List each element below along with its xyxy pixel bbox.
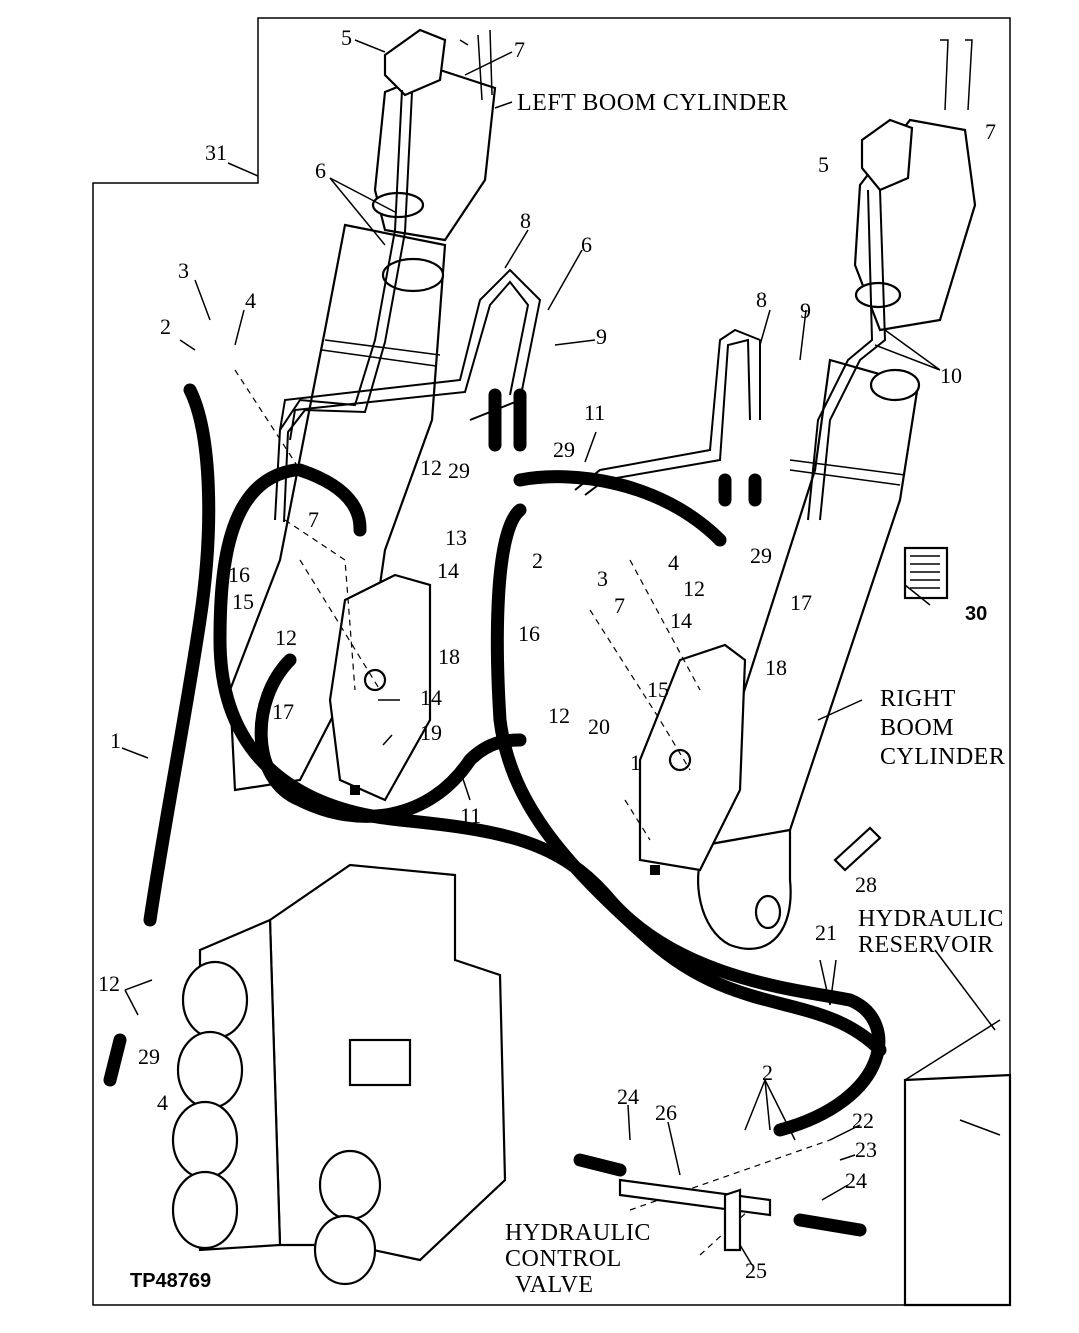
label-left-boom-cylinder: LEFT BOOM CYLINDER bbox=[517, 90, 788, 116]
bolt-28 bbox=[833, 826, 882, 872]
callout-15a: 15 bbox=[232, 589, 254, 614]
label-right-boom-cylinder-2: BOOM bbox=[880, 715, 954, 741]
label-hydraulic-control-valve-3: VALVE bbox=[515, 1272, 594, 1298]
label-hydraulic-control-valve-2: CONTROL bbox=[505, 1246, 622, 1272]
callout-12a: 12 bbox=[420, 455, 442, 480]
callout-4c: 4 bbox=[157, 1090, 168, 1115]
callout-17b: 17 bbox=[272, 699, 294, 724]
callout-2c: 2 bbox=[762, 1060, 773, 1085]
valve-solenoid-coils bbox=[171, 960, 382, 1286]
callout-19: 19 bbox=[420, 720, 442, 745]
callout-9b: 9 bbox=[800, 298, 811, 323]
hydraulic-control-valve bbox=[171, 863, 507, 1286]
callout-20: 20 bbox=[588, 714, 610, 739]
callout-29d: 29 bbox=[138, 1044, 160, 1069]
hydraulic-reservoir bbox=[903, 1019, 1012, 1307]
figure-reference: TP48769 bbox=[130, 1270, 211, 1292]
callout-29c: 29 bbox=[750, 543, 772, 568]
callout-numbers: 31 5 7 6 8 6 9 3 4 2 5 7 8 9 10 29 29 11… bbox=[98, 25, 996, 1283]
callout-6b: 6 bbox=[581, 232, 592, 257]
callout-8b: 8 bbox=[756, 287, 767, 312]
callout-13: 13 bbox=[445, 525, 467, 550]
callout-8a: 8 bbox=[520, 208, 531, 233]
callout-31: 31 bbox=[205, 140, 227, 165]
callout-5b: 5 bbox=[818, 152, 829, 177]
callout-12c: 12 bbox=[275, 625, 297, 650]
callout-28: 28 bbox=[855, 872, 877, 897]
callout-24a: 24 bbox=[617, 1084, 639, 1109]
right-boom-cylinder bbox=[697, 358, 921, 950]
callout-16a: 16 bbox=[228, 562, 250, 587]
callout-16b: 16 bbox=[518, 621, 540, 646]
label-hydraulic-reservoir-1: HYDRAULIC bbox=[858, 906, 1004, 932]
callout-4a: 4 bbox=[245, 288, 256, 313]
callout-4b: 4 bbox=[668, 550, 679, 575]
callout-10: 10 bbox=[940, 363, 962, 388]
callout-7b: 7 bbox=[985, 119, 996, 144]
callout-3a: 3 bbox=[178, 258, 189, 283]
hoses bbox=[103, 383, 887, 1137]
right-valve-block bbox=[638, 643, 747, 875]
left-valve-block bbox=[328, 573, 432, 802]
callout-5a: 5 bbox=[341, 25, 352, 50]
callout-11a: 11 bbox=[584, 400, 605, 425]
callout-14a: 14 bbox=[437, 558, 459, 583]
reservoir-tee bbox=[573, 1153, 867, 1252]
leader-lines bbox=[121, 39, 996, 1266]
callout-12b: 12 bbox=[683, 576, 705, 601]
callout-21: 21 bbox=[815, 920, 837, 945]
callout-11b: 11 bbox=[460, 803, 481, 828]
label-hydraulic-control-valve-1: HYDRAULIC bbox=[505, 1220, 651, 1246]
callout-14b: 14 bbox=[670, 608, 692, 633]
label-right-boom-cylinder-3: CYLINDER bbox=[880, 744, 1005, 770]
callout-9a: 9 bbox=[596, 324, 607, 349]
callout-29a: 29 bbox=[553, 437, 575, 462]
callout-22: 22 bbox=[852, 1108, 874, 1133]
callout-3b: 3 bbox=[597, 566, 608, 591]
callout-1a: 1 bbox=[630, 750, 641, 775]
boundary-outline bbox=[92, 17, 1011, 1306]
callout-1b: 1 bbox=[110, 728, 121, 753]
callout-18a: 18 bbox=[438, 644, 460, 669]
label-hydraulic-reservoir-2: RESERVOIR bbox=[858, 932, 994, 958]
callout-29b: 29 bbox=[448, 458, 470, 483]
callout-7c: 7 bbox=[308, 507, 319, 532]
callout-6a: 6 bbox=[315, 158, 326, 183]
callout-18b: 18 bbox=[765, 655, 787, 680]
callout-7d: 7 bbox=[614, 593, 625, 618]
callout-15b: 15 bbox=[647, 677, 669, 702]
left-cylinder-top bbox=[371, 28, 497, 242]
callout-23: 23 bbox=[855, 1137, 877, 1162]
callout-26: 26 bbox=[655, 1100, 677, 1125]
callout-2b: 2 bbox=[532, 548, 543, 573]
right-cylinder-top bbox=[853, 39, 977, 332]
callout-30-label: 30 bbox=[965, 603, 987, 625]
callout-2a: 2 bbox=[160, 314, 171, 339]
callout-25: 25 bbox=[745, 1258, 767, 1283]
callout-12d: 12 bbox=[548, 703, 570, 728]
callout-24b: 24 bbox=[845, 1168, 867, 1193]
callout-14c: 14 bbox=[420, 685, 442, 710]
callout-17a: 17 bbox=[790, 590, 812, 615]
callout-7a: 7 bbox=[514, 37, 525, 62]
label-right-boom-cylinder-1: RIGHT bbox=[880, 686, 956, 712]
callout-12e: 12 bbox=[98, 971, 120, 996]
